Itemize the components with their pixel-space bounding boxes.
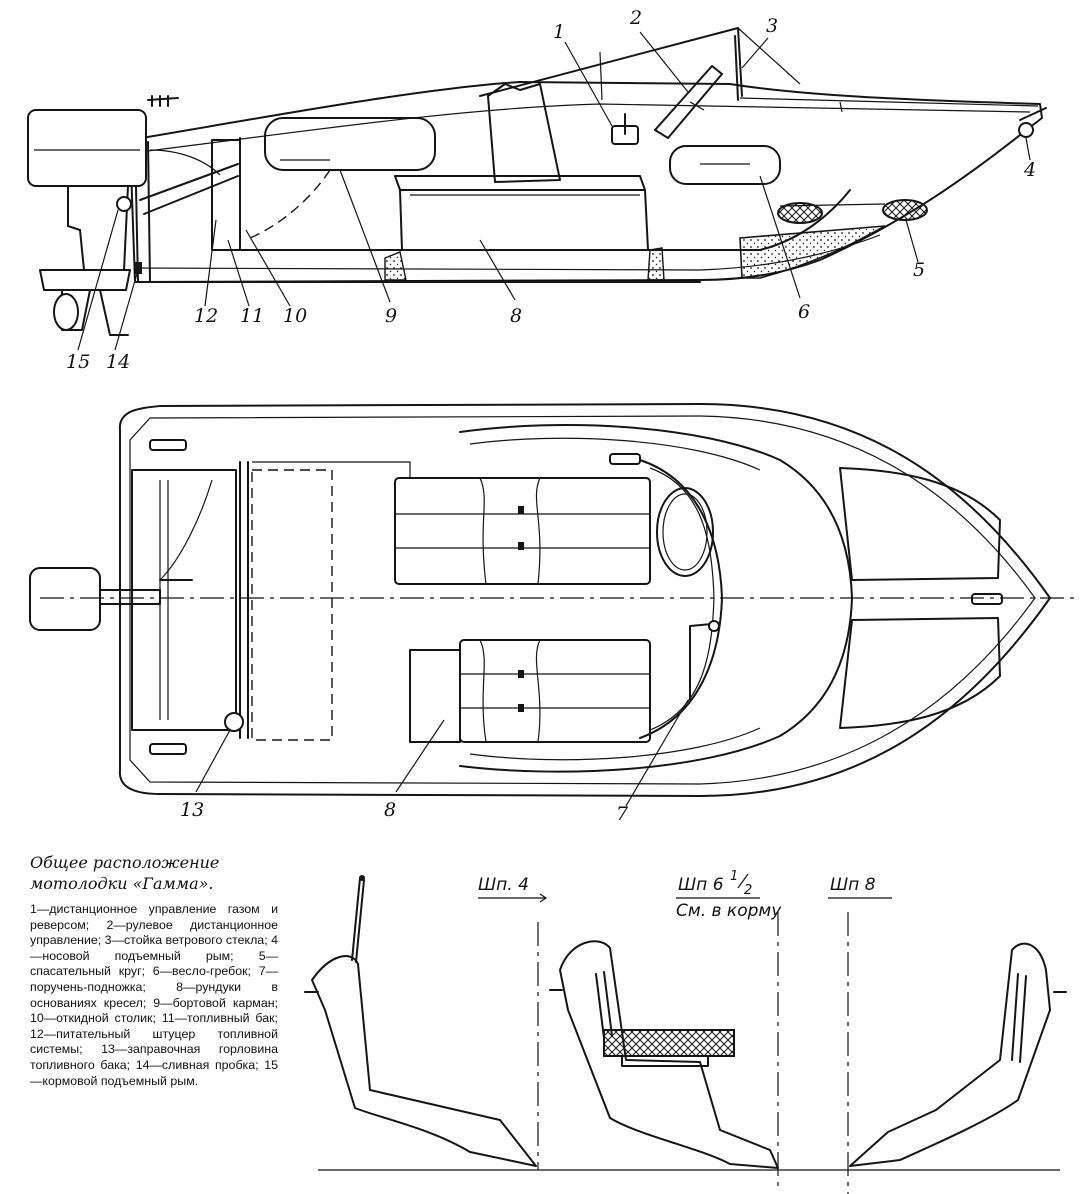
label-2: 2 <box>629 7 642 29</box>
oar-paddle <box>669 145 781 185</box>
steering-wheel <box>654 65 723 139</box>
caption-body: 1—дистанционное управление газом и ревер… <box>30 902 278 1088</box>
section-6-shape <box>559 940 779 1169</box>
plan-steering-wheel <box>656 487 714 577</box>
label-13: 13 <box>180 799 204 821</box>
section-frac-num: 1 <box>730 869 738 884</box>
fold-table-arc <box>249 169 331 239</box>
drain-plug <box>134 262 142 274</box>
side-pocket <box>264 117 436 171</box>
grab-rail <box>689 623 713 701</box>
windshield-post <box>734 35 739 101</box>
bow-lifting-eye <box>1018 122 1034 138</box>
life-ring-left <box>777 202 823 224</box>
label-7: 7 <box>616 803 629 825</box>
label-11: 11 <box>240 305 264 327</box>
label-8-plan: 8 <box>384 799 396 821</box>
section-label-6-5: Шп 6 <box>678 875 724 895</box>
label-6: 6 <box>798 301 810 323</box>
section-8-shape <box>849 942 1051 1167</box>
section-seat-block <box>603 1029 735 1057</box>
deck-hatch-bottom <box>839 617 1001 729</box>
label-5: 5 <box>913 259 925 281</box>
label-8-side: 8 <box>510 305 522 327</box>
deck-hatch-top <box>839 467 1001 581</box>
label-10: 10 <box>283 305 307 327</box>
section-note: См. в корму <box>676 901 782 921</box>
stern-lifting-eye <box>116 196 132 212</box>
section-frac-den: 2 <box>744 883 752 898</box>
seat-lower <box>409 639 651 743</box>
label-12: 12 <box>194 305 218 327</box>
label-3: 3 <box>766 15 778 37</box>
windshield <box>479 27 743 97</box>
seat <box>487 83 561 183</box>
label-1: 1 <box>553 21 565 43</box>
fuel-filler-cap <box>224 712 244 732</box>
life-ring-right <box>882 199 928 221</box>
buoyancy-block <box>739 225 886 279</box>
section-label-4: Шп. 4 <box>478 875 529 895</box>
hull-outline <box>129 81 1043 283</box>
outboard-motor <box>27 109 147 336</box>
side-view: 1 2 3 4 5 6 8 9 10 11 12 15 14 <box>27 7 1047 373</box>
figure-caption: Общее расположение мотолодки «Гамма». 1—… <box>30 852 278 1089</box>
label-14: 14 <box>106 351 130 373</box>
plan-view: 13 8 7 <box>29 403 1076 825</box>
section-4-shape <box>311 955 537 1167</box>
label-9: 9 <box>385 305 397 327</box>
label-4: 4 <box>1023 159 1036 181</box>
section-label-8: Шп 8 <box>830 875 876 895</box>
caption-title: Общее расположение мотолодки «Гамма». <box>30 853 220 893</box>
section-views: Шп. 4 Шп 6 1 2 См. в корму Шп 8 <box>304 869 1067 1194</box>
label-15: 15 <box>66 351 90 373</box>
seat-upper <box>394 477 651 585</box>
plan-hull-outline <box>118 403 1051 797</box>
plan-outboard-motor <box>29 567 101 631</box>
